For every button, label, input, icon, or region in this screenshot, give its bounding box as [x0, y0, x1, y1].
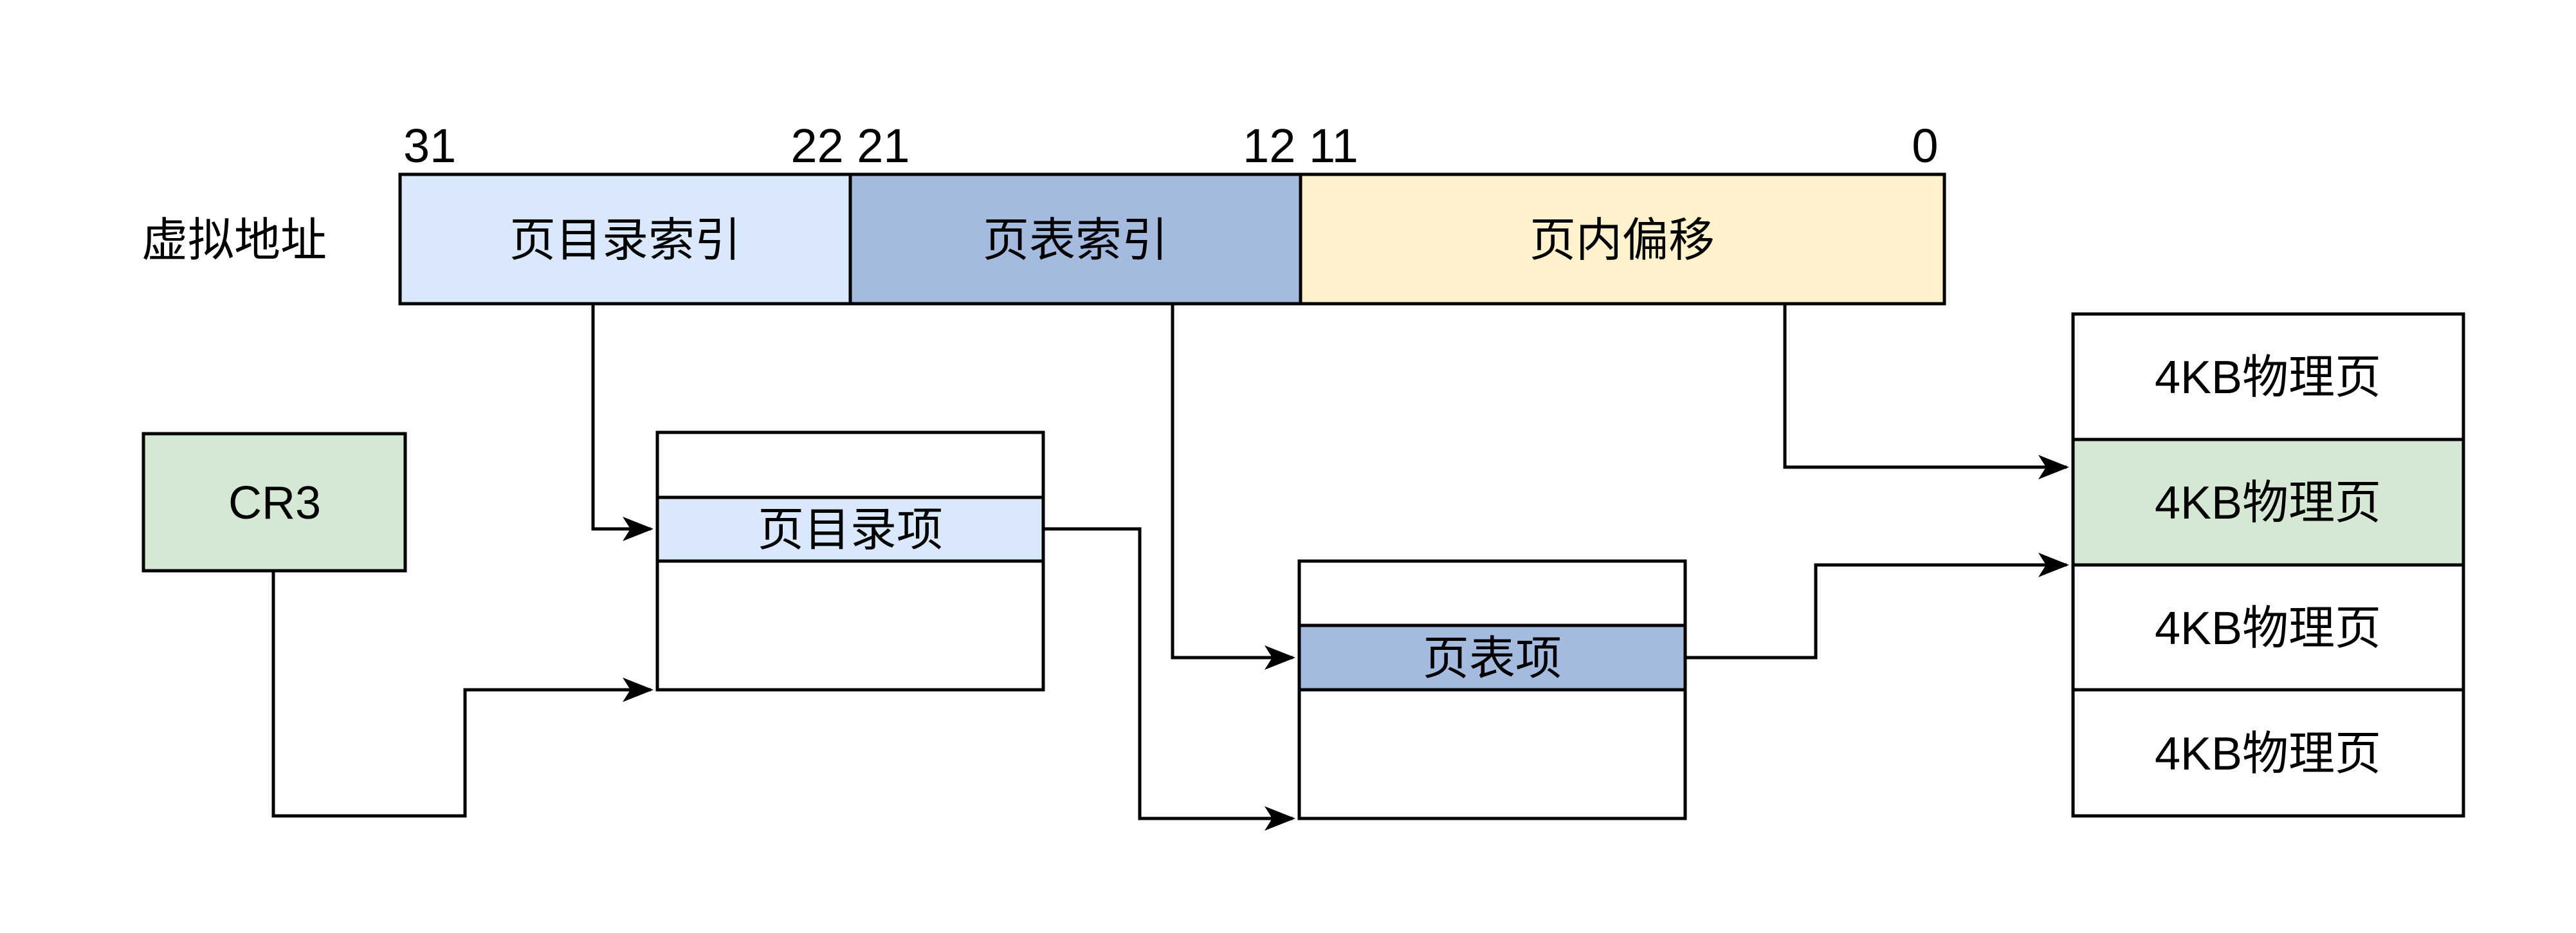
- va-segment-page-directory-index-label: 页目录索引: [509, 215, 741, 266]
- arrow-ptindex-to-pte: [1171, 305, 1295, 670]
- bit-labels: 31 22 21 12 11 0: [403, 119, 1939, 172]
- bit-label-0: 0: [1912, 119, 1938, 172]
- arrows: [271, 305, 2069, 831]
- arrow-offset-to-physical-page: [1783, 305, 2069, 479]
- virtual-address-box: 页目录索引 页表索引 页内偏移: [398, 172, 1946, 306]
- cr3-label: CR3: [228, 477, 321, 529]
- physical-page-row-2: [2071, 438, 2465, 567]
- physical-page-row-4: [2071, 688, 2465, 818]
- va-segment-page-offset-label: 页内偏移: [1530, 215, 1715, 266]
- page-table-entry-label: 页表项: [1423, 633, 1562, 685]
- bit-label-12-11: 12 11: [1243, 119, 1358, 172]
- va-segment-page-table-index: [848, 172, 1302, 306]
- bit-label-22-21: 22 21: [790, 119, 909, 172]
- va-segment-page-table-index-label: 页表索引: [983, 215, 1168, 266]
- arrow-pte-to-physical-page: [1685, 553, 2069, 660]
- physical-page-label-3: 4KB物理页: [2155, 603, 2381, 654]
- page-table-row-top: [1297, 559, 1687, 627]
- arrow-cr3-to-page-directory: [271, 572, 653, 818]
- physical-page-label-1: 4KB物理页: [2155, 352, 2381, 403]
- cr3-rect: [142, 432, 407, 573]
- bit-label-31: 31: [403, 119, 456, 172]
- page-directory-row-bottom: [655, 559, 1045, 692]
- arrow-pde-to-page-table: [1043, 527, 1295, 831]
- page-directory-row-top: [655, 430, 1045, 499]
- physical-page-label-2: 4KB物理页: [2155, 477, 2381, 529]
- physical-page-label-4: 4KB物理页: [2155, 728, 2381, 780]
- virtual-address-label: 虚拟地址: [142, 215, 327, 266]
- page-table-row-bottom: [1297, 688, 1687, 820]
- arrow-pdindex-to-pde: [591, 305, 653, 541]
- physical-pages-column: 4KB物理页 4KB物理页 4KB物理页 4KB物理页: [2071, 312, 2465, 818]
- va-segment-page-directory-index: [398, 172, 852, 306]
- page-table: 页表项: [1297, 559, 1687, 820]
- page-table-entry-row: [1297, 624, 1687, 692]
- cr3-box: CR3: [142, 432, 407, 573]
- va-segment-page-offset: [1299, 172, 1946, 306]
- page-directory-entry-label: 页目录项: [758, 504, 943, 556]
- page-directory-table: 页目录项: [655, 430, 1045, 692]
